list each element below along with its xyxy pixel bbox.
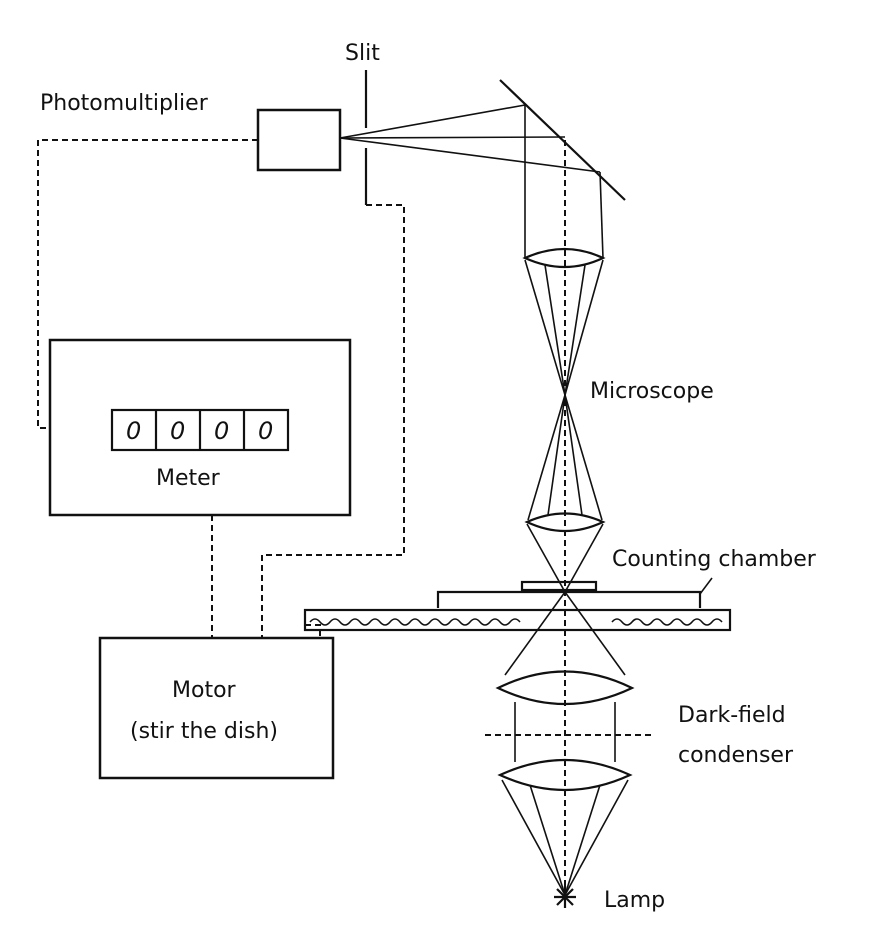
counting-chamber-dish bbox=[436, 590, 702, 608]
upper-lens bbox=[522, 247, 606, 269]
ray-cond-r bbox=[564, 591, 626, 676]
wire-motor-stage bbox=[305, 624, 321, 638]
lamp-icon bbox=[554, 886, 576, 908]
motor-label: Motor bbox=[172, 678, 237, 703]
ray-div-r1 bbox=[564, 394, 603, 521]
condenser-lens-lower bbox=[497, 758, 633, 792]
slit-label: Slit bbox=[345, 41, 380, 66]
photomultiplier-label: Photomultiplier bbox=[40, 91, 209, 116]
ray-lamp-l1 bbox=[501, 779, 566, 896]
photomultiplier-box bbox=[256, 108, 342, 172]
ray-samp-l bbox=[526, 523, 566, 593]
ray-div-r2 bbox=[564, 394, 583, 516]
mirror bbox=[499, 79, 626, 201]
ray-samp-r bbox=[564, 523, 604, 593]
wire-slit-motor bbox=[261, 204, 405, 638]
ray-focus-r2 bbox=[564, 264, 586, 396]
ray-focus-r1 bbox=[564, 259, 604, 396]
ray-focus-l1 bbox=[524, 259, 566, 396]
motor-sublabel: (stir the dish) bbox=[130, 719, 278, 744]
microscope-label: Microscope bbox=[590, 379, 714, 404]
meter-digit: 0 bbox=[258, 417, 273, 445]
ray-lamp-r1 bbox=[564, 779, 629, 896]
wire-photomultiplier-meter bbox=[37, 139, 258, 429]
meter-box bbox=[48, 338, 352, 517]
ray-lamp-r2 bbox=[564, 784, 601, 896]
ray-div-l2 bbox=[547, 394, 566, 516]
lamp-label: Lamp bbox=[604, 888, 665, 913]
meter-label: Meter bbox=[156, 466, 221, 491]
ray-div-l1 bbox=[527, 394, 566, 521]
condenser-lens-upper bbox=[495, 670, 635, 706]
condenser-label-2: condenser bbox=[678, 743, 794, 768]
motor-box bbox=[98, 636, 335, 780]
objective-lens bbox=[524, 512, 606, 533]
counting-chamber-slide bbox=[520, 580, 598, 592]
stage bbox=[303, 608, 732, 632]
meter-digit: 0 bbox=[170, 417, 185, 445]
meter-digit: 0 bbox=[214, 417, 229, 445]
stage-hatch-left bbox=[309, 618, 521, 626]
meter-digit: 0 bbox=[126, 417, 141, 445]
counting-chamber-label: Counting chamber bbox=[612, 547, 817, 572]
ray-center bbox=[339, 136, 566, 139]
ray-cond-l bbox=[504, 591, 566, 676]
ray-lower bbox=[339, 137, 601, 173]
beam-right bbox=[599, 171, 604, 259]
ray-upper bbox=[339, 104, 526, 139]
stage-hatch-right bbox=[611, 618, 723, 626]
ray-lamp-l2 bbox=[529, 784, 566, 896]
condenser-label-1: Dark-field bbox=[678, 703, 786, 728]
ray-focus-l2 bbox=[544, 264, 566, 396]
counting-chamber-pointer bbox=[699, 577, 713, 595]
